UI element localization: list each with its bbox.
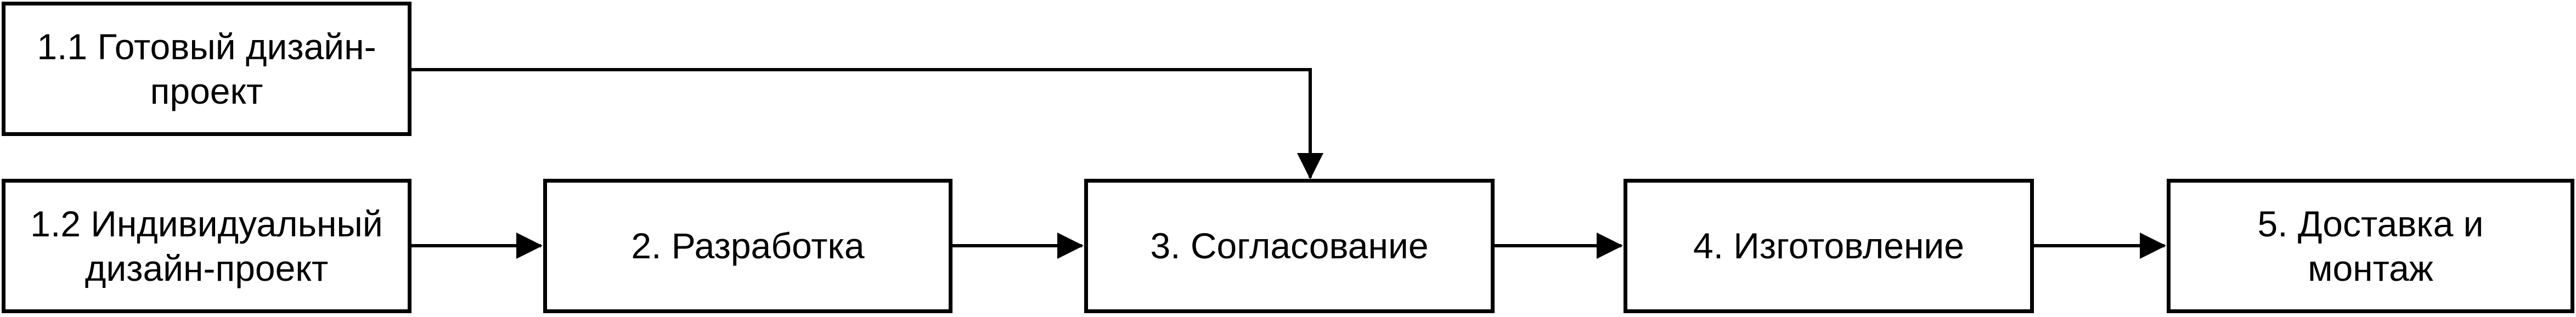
node-development: 2. Разработка xyxy=(543,179,952,313)
node-ready-design-project: 1.1 Готовый дизайн- проект xyxy=(2,2,412,136)
edge-1-1-to-3 xyxy=(412,68,1323,179)
node-delivery-installation-label: 5. Доставка и монтаж xyxy=(2257,203,2484,288)
node-approval: 3. Согласование xyxy=(1084,179,1495,313)
node-approval-label: 3. Согласование xyxy=(1150,225,1429,267)
node-individual-design-project-label: 1.2 Индивидуальный дизайн-проект xyxy=(30,203,383,288)
node-manufacturing: 4. Изготовление xyxy=(1624,179,2034,313)
node-delivery-installation: 5. Доставка и монтаж xyxy=(2167,179,2574,313)
node-individual-design-project: 1.2 Индивидуальный дизайн-проект xyxy=(2,179,412,313)
node-manufacturing-label: 4. Изготовление xyxy=(1693,225,1964,267)
node-development-label: 2. Разработка xyxy=(631,225,865,267)
node-ready-design-project-label: 1.1 Готовый дизайн- проект xyxy=(37,26,376,111)
